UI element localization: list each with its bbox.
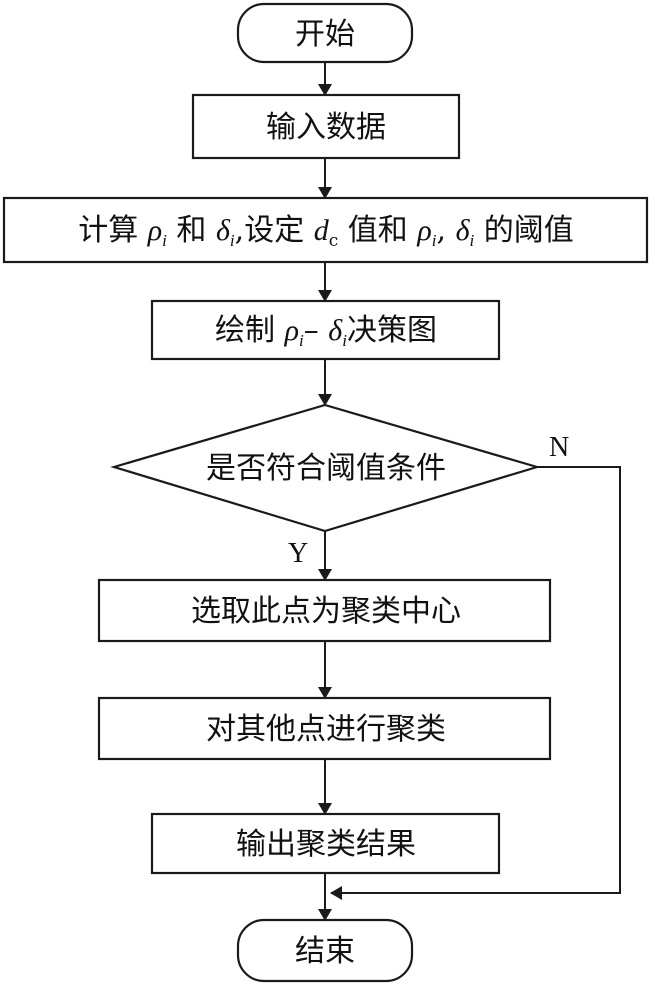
draw-graph-box — [150, 299, 501, 361]
cluster-others-label: 对其他点进行聚类 — [206, 712, 446, 747]
input-data-box — [191, 93, 461, 160]
end-label: 结束 — [295, 934, 355, 969]
select-center-box — [97, 578, 552, 643]
compute-label: 计算 ρi 和 δi,设定 dc 值和 ρi, δi 的阈值 — [78, 213, 574, 251]
threshold-decision-diamond — [110, 403, 541, 533]
select-center-label: 选取此点为聚类中心 — [191, 594, 461, 629]
cluster-others-box — [97, 696, 552, 761]
end-terminal — [236, 918, 414, 983]
input-data-label: 输入数据 — [266, 110, 386, 145]
start-label: 开始 — [295, 17, 355, 52]
output-result-box — [150, 812, 501, 875]
draw-graph-label: 绘制 ρi– δi决策图 — [215, 313, 437, 350]
edge-decision-no-loop — [330, 466, 621, 900]
decision-label: 是否符合阈值条件 — [206, 451, 446, 486]
output-result-label: 输出聚类结果 — [236, 827, 416, 862]
no-label: N — [549, 432, 569, 463]
start-terminal — [236, 2, 414, 64]
yes-label: Y — [288, 538, 308, 569]
compute-box — [2, 196, 649, 264]
